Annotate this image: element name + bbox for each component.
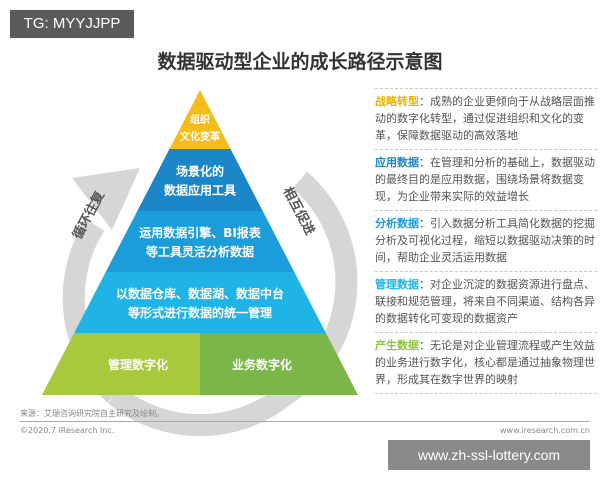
arrow-head-icon <box>72 168 140 230</box>
description-text: ：成熟的企业更倾向于从战略层面推动的数字化转型，通过促进组织和文化的变革，保障数… <box>375 95 595 142</box>
description-block: 管理数据：对企业沉淀的数据资源进行盘点、联接和规范管理，将来自不同渠道、结构各异… <box>375 276 597 327</box>
divider <box>375 332 597 333</box>
description-text: ：对企业沉淀的数据资源进行盘点、联接和规范管理，将来自不同渠道、结构各异的数据转… <box>375 278 595 325</box>
page-title: 数据驱动型企业的成长路径示意图 <box>157 51 443 73</box>
description-key: 应用数据 <box>375 156 419 169</box>
description-block: 战略转型：成熟的企业更倾向于从战略层面推动的数字化转型，通过促进组织和文化的变革… <box>375 93 597 144</box>
description-text: ：在管理和分析的基础上，数据驱动的最终目的是应用数据，围绕场景将数据变现，为企业… <box>375 156 595 203</box>
divider <box>375 393 597 394</box>
pyramid-layer-2 <box>137 149 263 211</box>
watermark: www.zh-ssl-lottery.com <box>388 440 590 470</box>
description-block: 应用数据：在管理和分析的基础上，数据驱动的最终目的是应用数据，围绕场景将数据变现… <box>375 154 597 205</box>
description-key: 管理数据 <box>375 278 419 291</box>
pyramid-layer-text: 组织 <box>190 113 210 126</box>
description-key: 战略转型 <box>375 95 419 108</box>
pyramid-layer-text: 等工具灵活分析数据 <box>145 244 254 259</box>
footer-divider <box>20 421 590 422</box>
description-text: ：引入数据分析工具简化数据的挖掘分析及可视化过程，缩短以数据驱动决策的时间，帮助… <box>375 217 595 264</box>
description-text: ：无论是对企业管理流程或产生效益的业务进行数字化，核心都是通过抽象物理世界，形成… <box>375 339 595 386</box>
description-block: 分析数据：引入数据分析工具简化数据的挖掘分析及可视化过程，缩短以数据驱动决策的时… <box>375 215 597 266</box>
description-key: 分析数据 <box>375 217 419 230</box>
divider <box>375 88 597 89</box>
base-label: 管理数字化 <box>108 357 168 372</box>
divider <box>375 210 597 211</box>
divider <box>375 149 597 150</box>
description-block: 产生数据：无论是对企业管理流程或产生效益的业务进行数字化，核心都是通过抽象物理世… <box>375 337 597 388</box>
pyramid-layer-text: 文化变革 <box>180 130 220 143</box>
pyramid-base-right <box>200 333 358 395</box>
site-url: www.iresearch.com.cn <box>500 426 590 435</box>
description-key: 产生数据 <box>375 339 419 352</box>
pyramid-layer-text: 运用数据引擎、BI报表 <box>139 225 262 240</box>
pyramid-layer-4 <box>74 272 326 333</box>
pyramid-layer-3 <box>105 211 295 272</box>
source-note: 来源：艾瑞咨询研究院自主研究及绘制。 <box>20 409 164 418</box>
pyramid-layer-text: 等形式进行数据的统一管理 <box>127 305 272 320</box>
pyramid-layer-text: 数据应用工具 <box>164 183 236 198</box>
base-label: 业务数字化 <box>232 357 292 372</box>
copyright: ©2020.7 iResearch Inc. <box>20 426 115 435</box>
pyramid-base-left <box>42 333 200 395</box>
pyramid-layer-text: 以数据仓库、数据湖、数据中台 <box>116 286 284 301</box>
channel-tag: TG: MYYJJPP <box>10 10 134 38</box>
pyramid-layer-1 <box>169 90 231 149</box>
divider <box>375 271 597 272</box>
pyramid-layer-text: 场景化的 <box>176 164 224 179</box>
